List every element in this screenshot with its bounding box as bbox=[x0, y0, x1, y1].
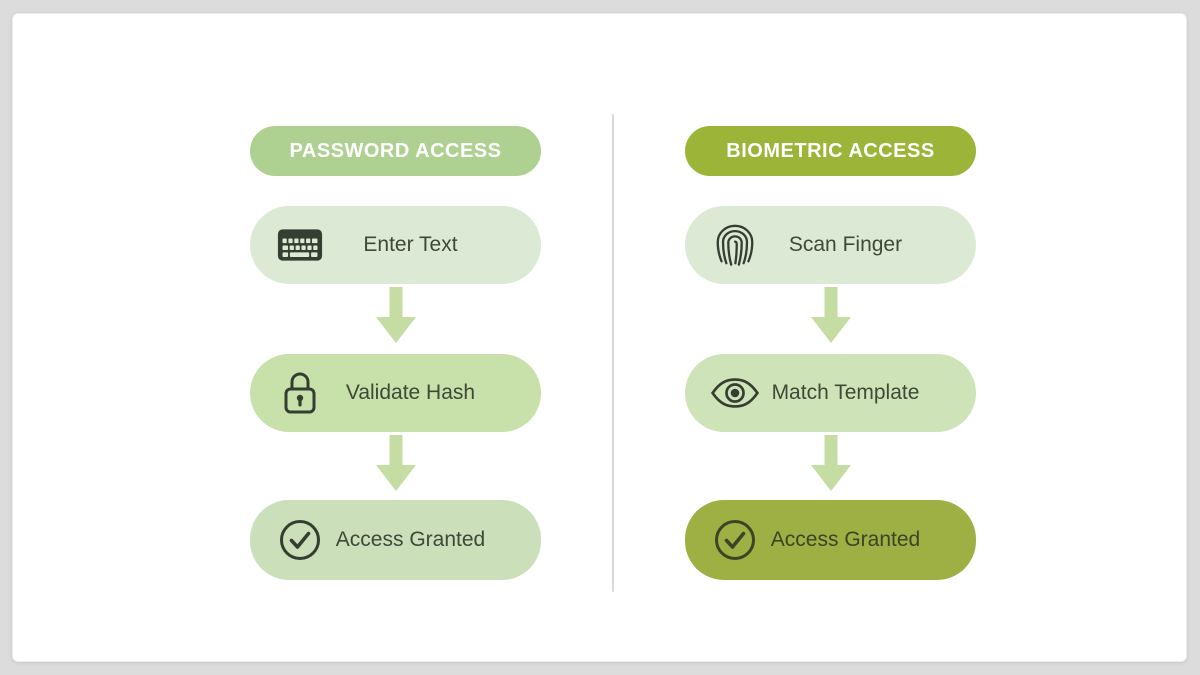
step-label: Access Granted bbox=[335, 528, 486, 551]
check-circle-icon bbox=[709, 518, 761, 562]
step-access-granted: Access Granted bbox=[250, 500, 541, 580]
step-label: Match Template bbox=[771, 381, 920, 404]
step-validate-hash: Validate Hash bbox=[250, 354, 541, 432]
check-circle-icon bbox=[274, 518, 326, 562]
down-arrow bbox=[809, 435, 853, 493]
password-access-header-label: PASSWORD ACCESS bbox=[289, 139, 502, 162]
fingerprint-icon bbox=[709, 221, 761, 269]
keyboard-icon bbox=[274, 228, 326, 262]
step-label: Access Granted bbox=[770, 528, 921, 551]
down-arrow bbox=[374, 287, 418, 345]
step-access-granted: Access Granted bbox=[685, 500, 976, 580]
biometric-access-header: BIOMETRIC ACCESS bbox=[685, 126, 976, 176]
step-scan-finger: Scan Finger bbox=[685, 206, 976, 284]
step-match-template: Match Template bbox=[685, 354, 976, 432]
step-label: Enter Text bbox=[363, 233, 458, 256]
slide-card: PASSWORD ACCESS bbox=[12, 13, 1187, 662]
step-label: Validate Hash bbox=[345, 381, 476, 404]
biometric-access-header-label: BIOMETRIC ACCESS bbox=[726, 139, 935, 162]
lock-icon bbox=[274, 370, 326, 416]
down-arrow bbox=[374, 435, 418, 493]
step-enter-text: Enter Text bbox=[250, 206, 541, 284]
step-label: Scan Finger bbox=[788, 233, 903, 256]
password-access-header: PASSWORD ACCESS bbox=[250, 126, 541, 176]
down-arrow bbox=[809, 287, 853, 345]
column-divider bbox=[612, 114, 614, 592]
eye-icon bbox=[709, 375, 761, 411]
